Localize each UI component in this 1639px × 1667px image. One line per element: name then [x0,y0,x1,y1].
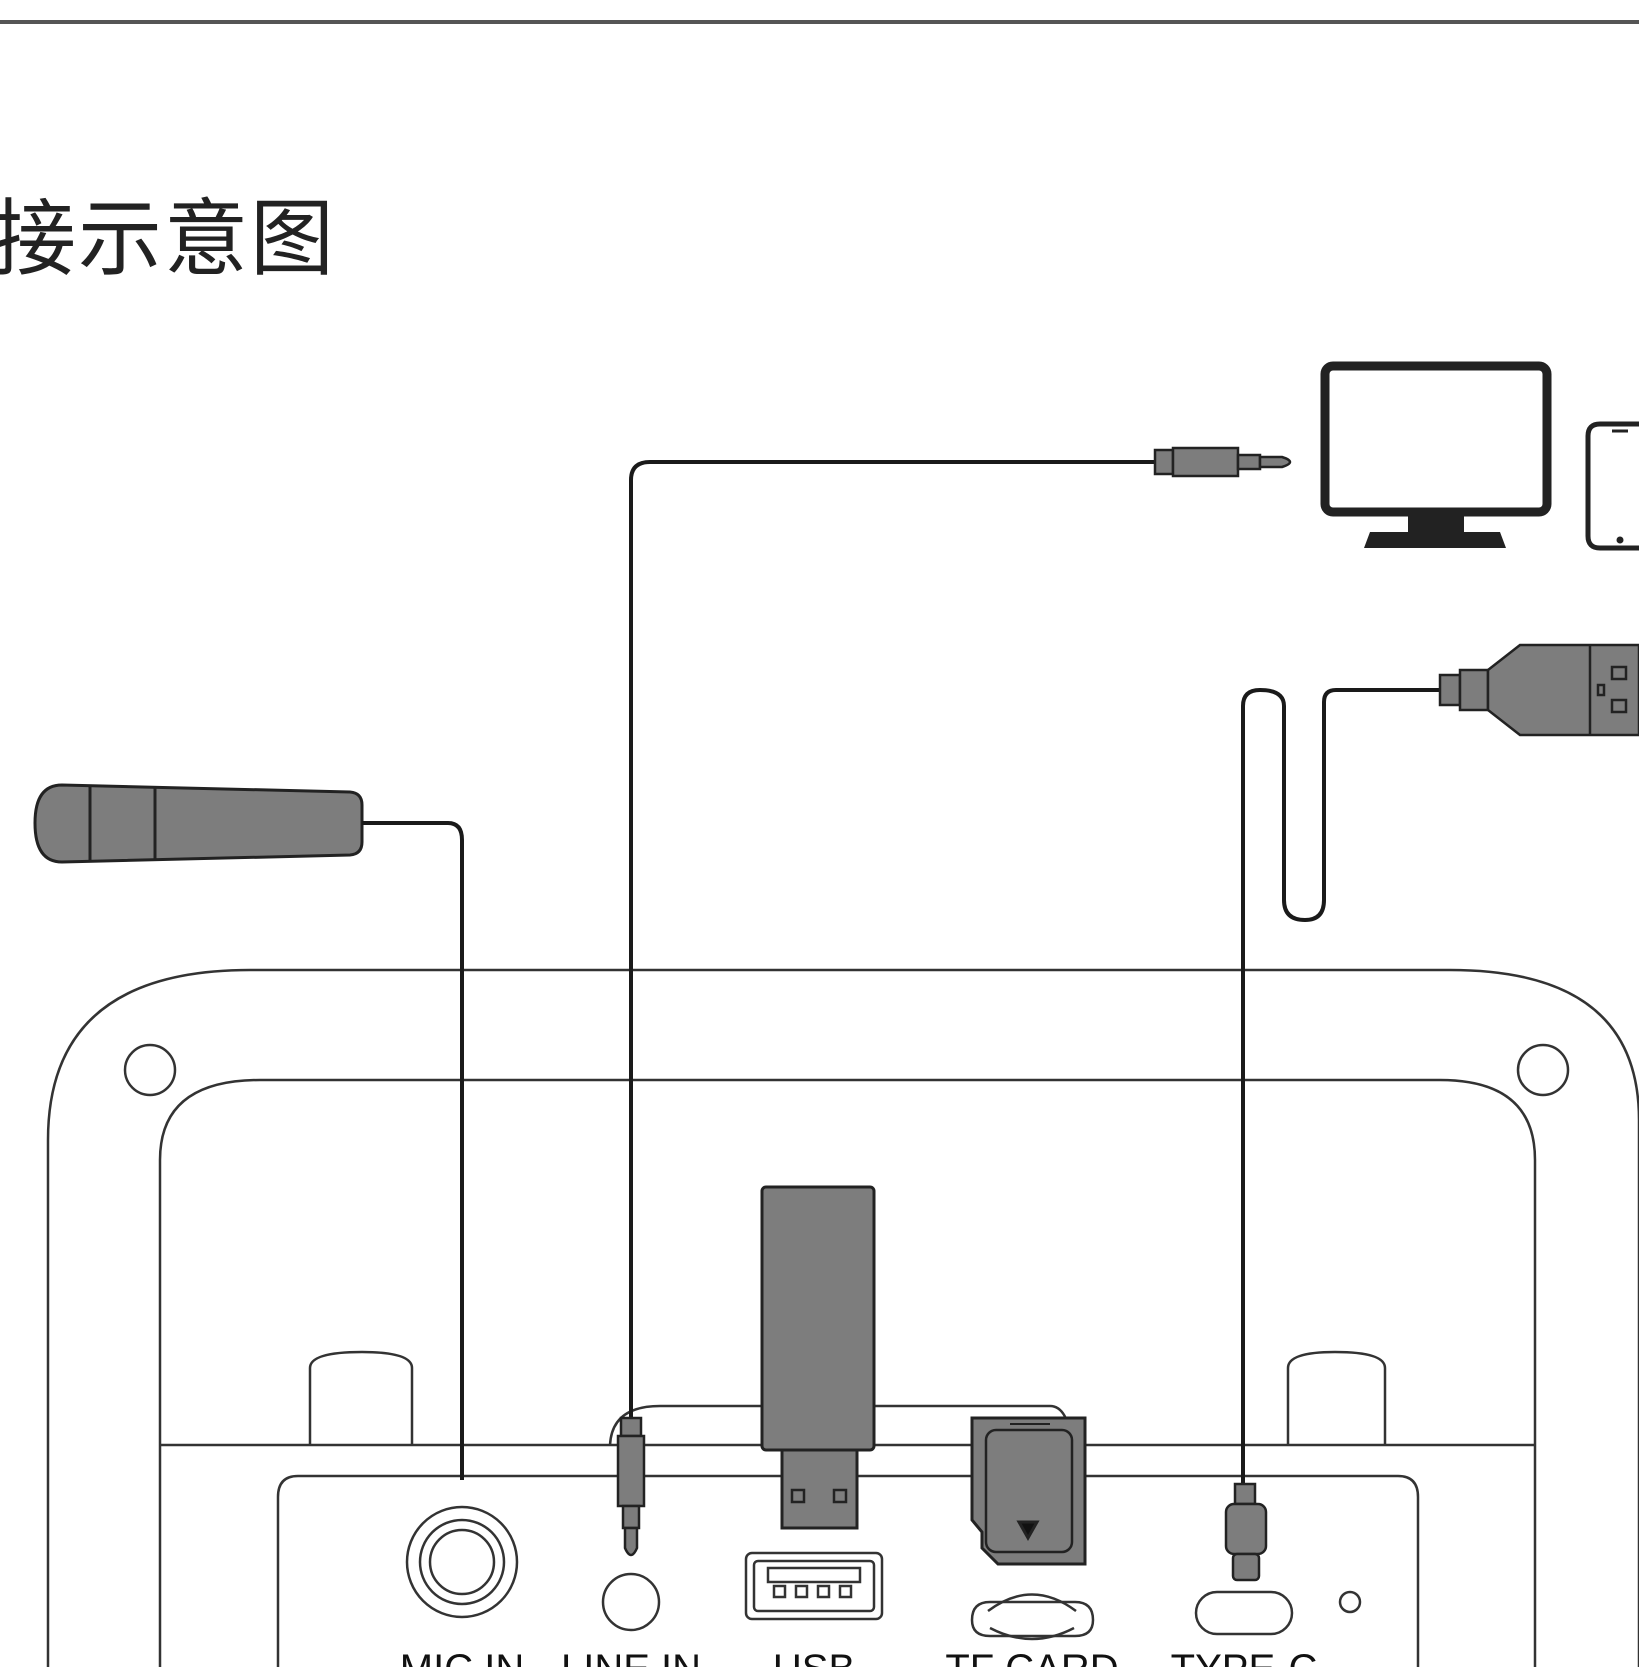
usb-drive-icon [760,1185,876,1530]
screw-hole-right [1516,1043,1570,1097]
usb-c-plug-icon [1224,1482,1268,1582]
label-tf-card: TF CARD [945,1647,1118,1667]
screw-hole-left [123,1043,177,1097]
indicator-led [1338,1590,1362,1614]
type-c-port [1194,1590,1294,1636]
tf-card-icon [970,1416,1087,1566]
aux-plug-icon [1153,446,1292,478]
mic-cable [362,821,464,1480]
label-usb: USB [773,1647,855,1667]
label-type-c: TYPE-C [1171,1647,1318,1667]
phone-icon [1585,421,1639,551]
tf-card-slot [970,1593,1095,1641]
line-in-jack [601,1572,661,1632]
mic-in-jack [405,1505,519,1619]
usb-cable-icon [1438,643,1639,737]
usb-port [744,1551,884,1621]
monitor-icon [1320,361,1552,548]
usb-c-cable [1241,687,1444,1488]
page-title: 接示意图 [0,190,337,288]
aux-cable [629,460,1158,1420]
microphone-icon [33,783,364,864]
label-line-in: LINE IN [561,1647,701,1667]
aux-plug-bottom-icon [616,1416,646,1557]
label-mic-in: MIC IN [400,1647,524,1667]
